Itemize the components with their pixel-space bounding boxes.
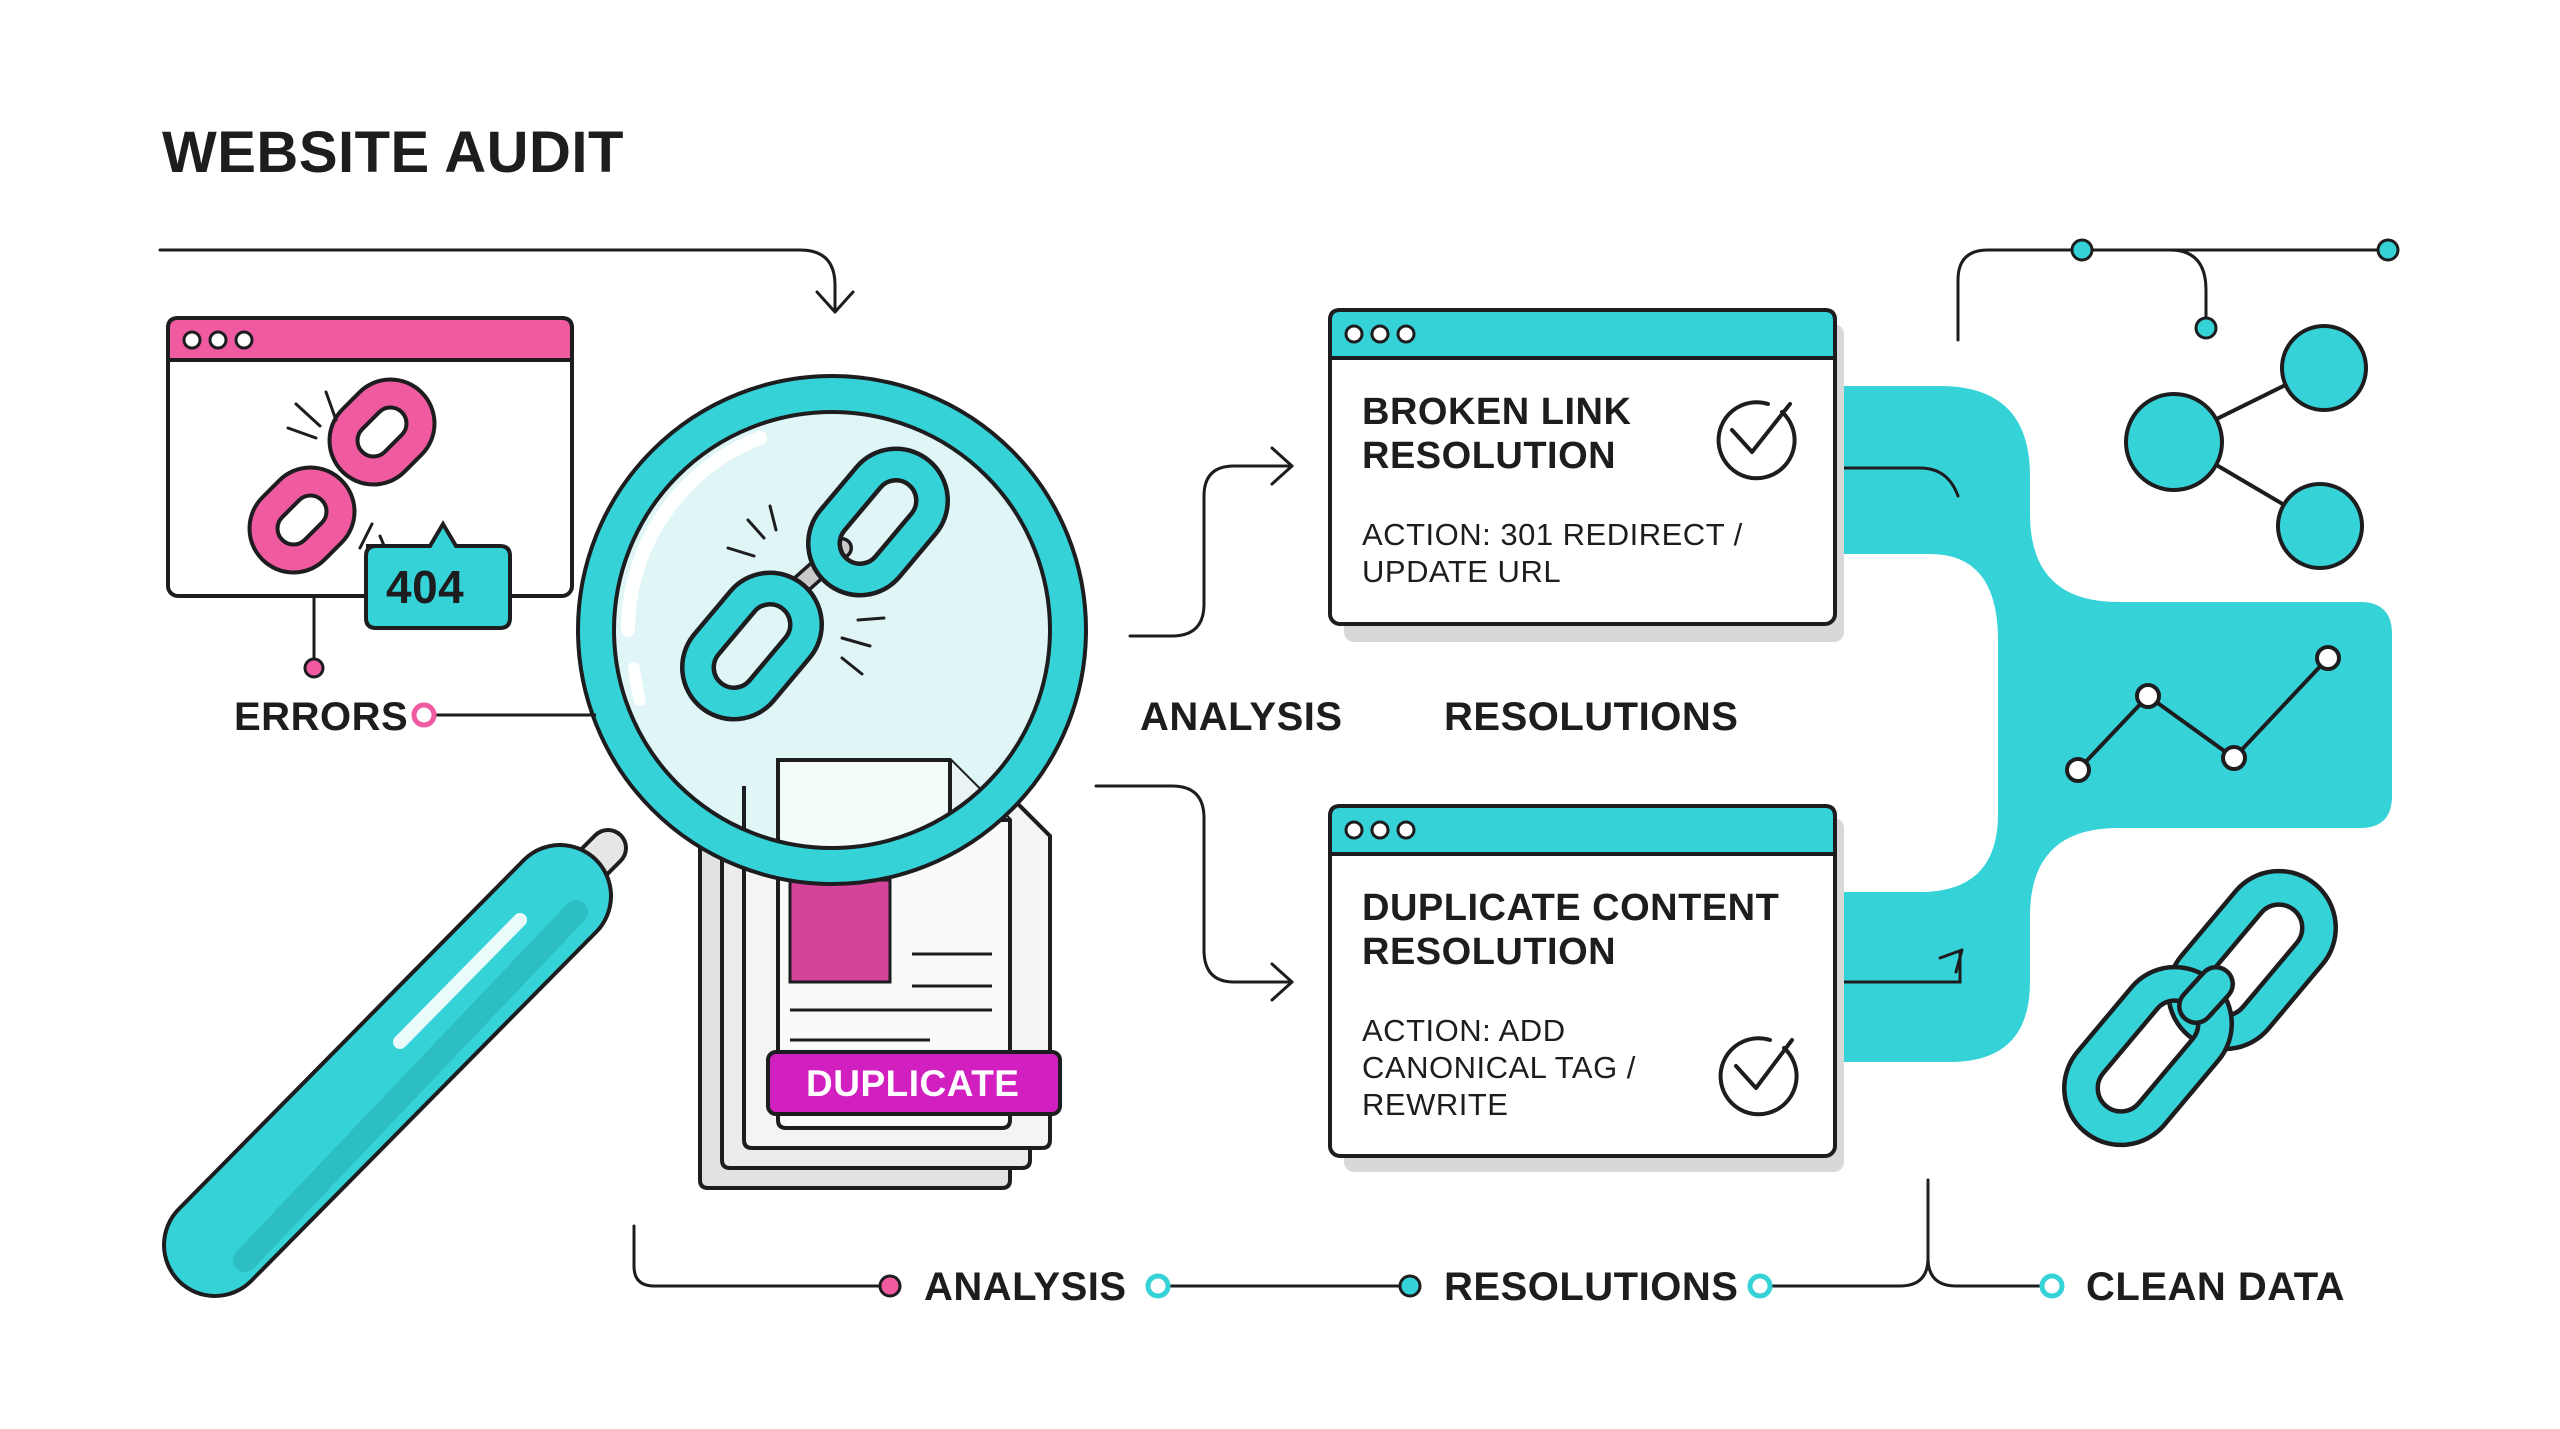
timeline-analysis-label: ANALYSIS — [924, 1265, 1127, 1309]
timeline-node — [1398, 1274, 1422, 1298]
resolution-flow-ribbon — [1820, 386, 2392, 1062]
errors-node-top — [303, 657, 325, 679]
analysis-branch-arrows — [1094, 446, 1294, 1002]
errors-connector — [312, 596, 560, 717]
duplicate-tag-label: DUPLICATE — [806, 1063, 1020, 1104]
duplicate-content-card — [1328, 804, 1844, 1172]
document-stack-icon — [698, 758, 1062, 1190]
timeline-node — [1747, 1273, 1773, 1299]
broken-link-card — [1328, 308, 1844, 642]
page-title: WEBSITE AUDIT — [162, 120, 624, 185]
broken-link-card-action: ACTION: 301 REDIRECT / UPDATE URL — [1362, 517, 1743, 589]
resolutions-label: RESOLUTIONS — [1444, 695, 1739, 739]
output-node — [2070, 238, 2094, 262]
timeline-node — [878, 1274, 902, 1298]
network-icon — [2124, 324, 2368, 570]
output-connector — [1956, 248, 2390, 342]
line-chart-icon — [2065, 645, 2341, 783]
output-node — [2194, 316, 2218, 340]
checkmark-icon — [1716, 400, 1797, 481]
errors-node — [411, 702, 437, 728]
timeline-node — [2039, 1273, 2065, 1299]
checkmark-icon — [1718, 1036, 1799, 1117]
top-flow-arrow — [158, 248, 855, 314]
error-code-label: 404 — [386, 561, 465, 613]
timeline-resolutions-label: RESOLUTIONS — [1444, 1265, 1739, 1309]
analysis-label: ANALYSIS — [1140, 695, 1343, 739]
errors-label: ERRORS — [234, 695, 409, 739]
bottom-timeline — [632, 1178, 2046, 1288]
timeline-clean-data-label: CLEAN DATA — [2086, 1265, 2346, 1309]
duplicate-card-action: ACTION: ADD CANONICAL TAG / REWRITE — [1362, 1013, 1636, 1122]
broken-link-card-title: BROKEN LINK RESOLUTION — [1362, 391, 1632, 477]
magnifier-icon — [162, 374, 1088, 1298]
broken-link-icon — [247, 377, 437, 575]
output-node — [2376, 238, 2400, 262]
timeline-node — [1145, 1273, 1171, 1299]
error-404-badge — [364, 520, 512, 630]
chain-link-icon — [2062, 868, 2338, 1148]
duplicate-card-title: DUPLICATE CONTENT RESOLUTION — [1362, 887, 1780, 973]
